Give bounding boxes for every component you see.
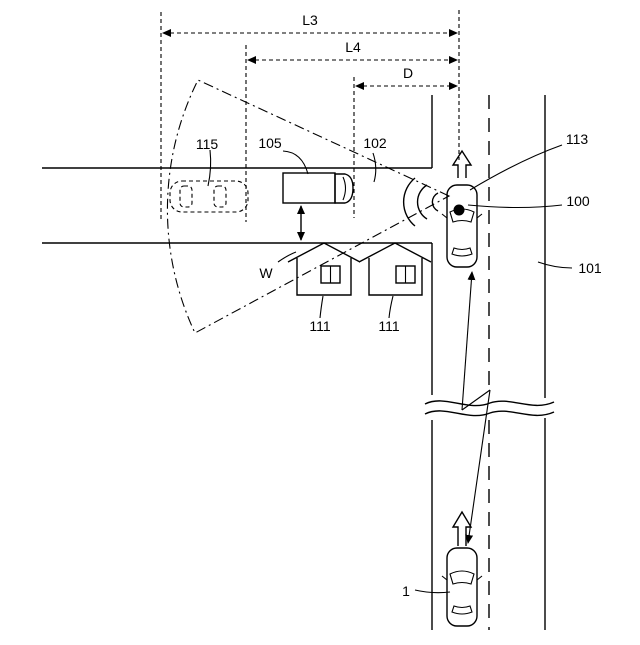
- truck-icon: [283, 173, 335, 203]
- leader-100: [468, 205, 562, 208]
- leader-111-left: [320, 296, 323, 318]
- dimension-lines: L3 L4 D: [161, 10, 459, 222]
- label-101: 101: [578, 260, 602, 276]
- leader-101: [538, 262, 572, 268]
- label-w: W: [259, 265, 273, 281]
- radar-wave-inner: [432, 193, 438, 211]
- sensor-113-dot: [454, 205, 465, 216]
- comm-arrow-to-vehicle-1: [468, 390, 490, 543]
- house-left: [288, 243, 360, 295]
- leader-111-right: [389, 296, 393, 318]
- radar-wave-middle: [418, 185, 427, 219]
- leader-w: [278, 252, 296, 262]
- label-113: 113: [566, 131, 589, 147]
- side-road: [42, 168, 432, 243]
- label-111-right: 111: [378, 318, 399, 334]
- vehicle-115-front-window: [180, 186, 192, 207]
- leader-105: [283, 151, 308, 174]
- vehicle-100: [442, 151, 482, 267]
- truck-105: [283, 173, 353, 203]
- main-road: [425, 95, 554, 630]
- road-break-mark-top: [425, 401, 554, 406]
- vehicle-100-rear-window: [452, 248, 472, 256]
- vehicle-1-mirrors: [442, 576, 482, 580]
- house-icon: [288, 243, 360, 262]
- comm-arrow-to-vehicle-100: [462, 272, 472, 410]
- radar-wave-icon: [404, 178, 438, 226]
- house-right: [359, 243, 431, 295]
- vehicle-1: [442, 512, 482, 626]
- label-111-left: 111: [309, 318, 330, 334]
- l4-label: L4: [345, 39, 361, 55]
- car-outline-icon: [170, 181, 248, 212]
- l3-label: L3: [302, 12, 318, 28]
- label-105: 105: [258, 135, 282, 151]
- label-102: 102: [363, 135, 387, 151]
- vehicle-115: [170, 181, 248, 212]
- vehicle-115-rear-window: [214, 186, 226, 207]
- d-label: D: [403, 65, 413, 81]
- label-1: 1: [402, 583, 410, 599]
- leader-lines: [208, 145, 572, 593]
- house-icon: [359, 243, 431, 262]
- vehicle-1-rear-window: [452, 606, 472, 614]
- radar-wave-outer: [404, 178, 415, 226]
- comm-zigzag-middle: [462, 390, 490, 410]
- label-115: 115: [196, 136, 219, 152]
- label-100: 100: [566, 193, 590, 209]
- leader-113: [470, 145, 562, 190]
- direction-arrow-icon: [453, 151, 471, 178]
- vehicle-1-windshield: [450, 571, 474, 584]
- car-outline-icon: [447, 185, 477, 267]
- road-break-mark-bottom: [425, 411, 554, 416]
- truck-windshield: [343, 177, 346, 200]
